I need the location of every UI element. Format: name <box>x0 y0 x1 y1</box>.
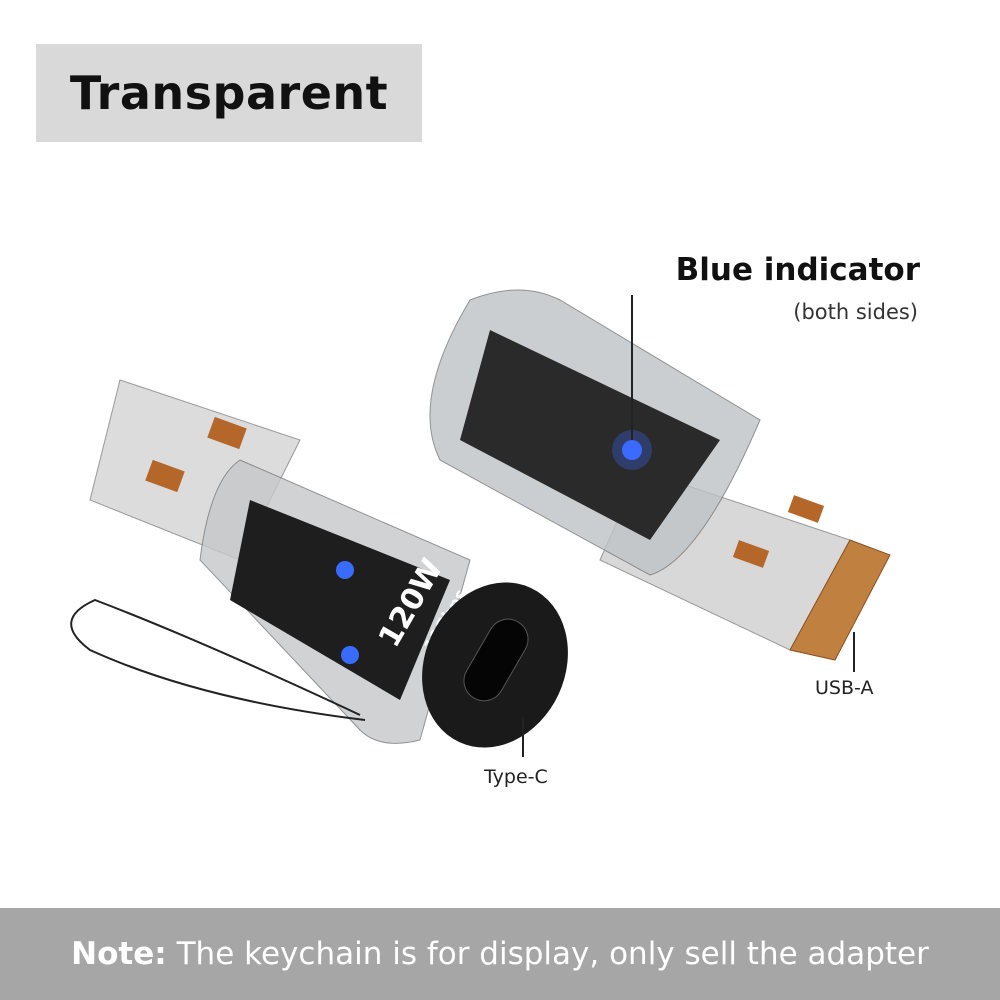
usb-a-plug-opening <box>789 539 891 661</box>
footer-note: Note: The keychain is for display, only … <box>0 908 1000 1000</box>
contact-pad <box>207 416 247 450</box>
page-title: Transparent <box>69 66 389 120</box>
contact-pad <box>787 495 825 523</box>
type-c-port <box>463 618 529 702</box>
contact-pad <box>145 459 185 493</box>
blue-indicator-led <box>622 440 642 460</box>
blue-indicator-subtitle: (both sides) <box>793 300 918 324</box>
right-adapter <box>429 289 891 661</box>
indicator-leader-line <box>631 295 633 440</box>
usb-a-label: USB-A <box>815 677 874 699</box>
contact-pad <box>732 540 770 568</box>
left-circuit-board <box>230 500 450 700</box>
title-banner: Transparent <box>36 44 422 142</box>
note-text: The keychain is for display, only sell t… <box>176 936 929 972</box>
usb-a-leader-line <box>853 632 855 672</box>
left-adapter: 120W 10Gbps <box>70 379 568 748</box>
type-c-label: Type-C <box>484 766 548 788</box>
type-c-leader-line <box>522 717 524 757</box>
keychain-cord <box>70 598 366 721</box>
note-label: Note: <box>71 936 167 972</box>
blue-indicator-callout: Blue indicator <box>675 252 920 288</box>
right-circuit-board <box>460 330 720 540</box>
